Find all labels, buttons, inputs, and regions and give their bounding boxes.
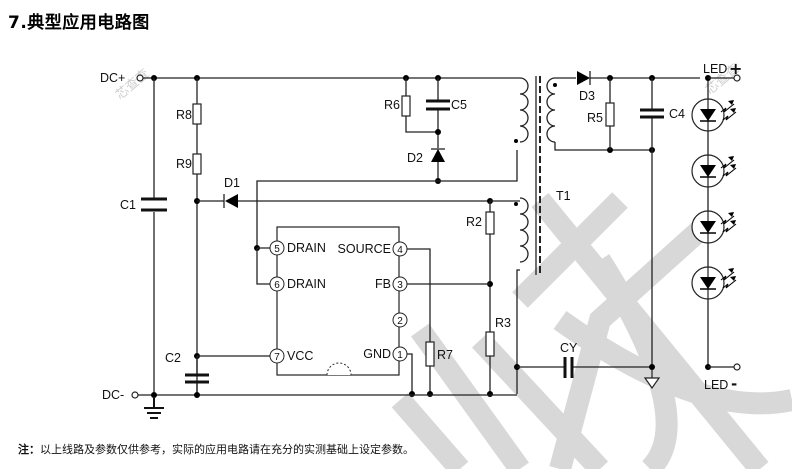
- source-r7-wire: [407, 248, 431, 394]
- r5-resistor-icon: [605, 102, 615, 127]
- ic-notch-icon: [326, 362, 352, 376]
- r6-label: R6: [384, 98, 400, 112]
- led-minus-label: LED: [704, 378, 728, 392]
- r9-label: R9: [176, 157, 192, 171]
- aux-winding-icon: [519, 197, 529, 263]
- secondary-bottom-wire: [554, 142, 652, 151]
- c5-capacitor-icon: [426, 99, 450, 111]
- c1-capacitor-icon: [141, 197, 167, 212]
- c2-capacitor-icon: [185, 373, 209, 384]
- drain-pins-wire: [256, 247, 270, 285]
- polarity-dot: [514, 139, 518, 143]
- r2-label: R2: [466, 215, 482, 229]
- terminal-circle-icon: [131, 391, 139, 399]
- pin-4-number: 4: [397, 245, 403, 256]
- led-icon: [691, 154, 737, 188]
- pin-2-number: 2: [397, 316, 403, 327]
- section-title: 7.典型应用电路图: [8, 13, 150, 33]
- r7-resistor-icon: [425, 341, 435, 367]
- controller-ic: 5 DRAIN 6 DRAIN 7 VCC 4 SOURCE 3 FB 2 1 …: [269, 226, 408, 376]
- junction-dot: [194, 392, 200, 398]
- footnote-prefix: 注：: [18, 443, 40, 456]
- r8-label: R8: [176, 108, 192, 122]
- led-string: [691, 98, 737, 300]
- pin-7-number: 7: [274, 352, 280, 363]
- pin-5-name: DRAIN: [287, 241, 326, 255]
- led-icon: [691, 98, 737, 132]
- junction-dot: [435, 129, 441, 135]
- led-plus-sign: +: [729, 59, 742, 78]
- d2-diode-icon: [431, 149, 445, 162]
- r2-resistor-icon: [485, 211, 495, 235]
- pin-3-name: FB: [375, 277, 391, 291]
- led-plus-terminal-icon: [733, 74, 741, 82]
- led-terminal-wires: [708, 77, 735, 368]
- r6-wire: [405, 78, 438, 133]
- polarity-dot: [514, 202, 518, 206]
- c2-label: C2: [165, 351, 181, 365]
- footnote-text: 以上线路及参数仅供参考，实际的应用电路请在充分的实测基础上设定参数。: [40, 443, 414, 456]
- d3-diode-icon: [577, 71, 590, 85]
- pin-6-number: 6: [274, 280, 280, 291]
- d3-label: D3: [579, 89, 595, 103]
- d1-label: D1: [224, 176, 240, 190]
- cy-capacitor-icon: [563, 357, 574, 378]
- secondary-ground-icon: [643, 370, 661, 390]
- t1-label: T1: [556, 189, 571, 203]
- junction-dot: [409, 391, 415, 397]
- terminal-circle-icon: [136, 74, 144, 82]
- polarity-dot: [553, 83, 557, 87]
- watermark-logo: [391, 192, 792, 469]
- r7-label: R7: [437, 348, 453, 362]
- led-plus-label: LED: [703, 62, 727, 76]
- r3-resistor-icon: [485, 331, 495, 357]
- d1-diode-icon: [225, 194, 238, 208]
- dc-plus-label: DC+: [100, 71, 125, 85]
- pin-7-name: VCC: [287, 349, 313, 363]
- gnd-pin-wire: [407, 353, 413, 394]
- d2-label: D2: [407, 151, 423, 165]
- secondary-winding-icon: [546, 77, 556, 143]
- dc-minus-terminal: DC-: [102, 388, 139, 402]
- junction-dot: [487, 391, 493, 397]
- pin-5-number: 5: [274, 244, 280, 255]
- junction-dot: [649, 364, 655, 370]
- r3-label: R3: [495, 316, 511, 330]
- junction-dot: [151, 392, 157, 398]
- c5-label: C5: [451, 98, 467, 112]
- led-minus-terminal-icon: [733, 363, 741, 371]
- r5-label: R5: [587, 111, 603, 125]
- pin-1-number: 1: [397, 350, 403, 361]
- r8-resistor-icon: [192, 103, 202, 125]
- pin-1-name: GND: [363, 347, 391, 361]
- led-minus-sign: -: [731, 375, 737, 393]
- c4-capacitor-icon: [640, 108, 664, 119]
- pin-4-name: SOURCE: [338, 242, 391, 256]
- primary-winding-icon: [519, 77, 529, 143]
- c1-label: C1: [120, 198, 136, 212]
- ground-icon: [144, 398, 164, 419]
- footnote: 注：以上线路及参数仅供参考，实际的应用电路请在充分的实测基础上设定参数。: [18, 441, 414, 457]
- aux-bottom-wire: [516, 269, 520, 394]
- dc-minus-label: DC-: [102, 388, 124, 402]
- led-icon: [691, 266, 737, 300]
- junction-dot: [427, 391, 433, 397]
- led-icon: [691, 210, 737, 244]
- cy-label: CY: [560, 341, 578, 355]
- pin-6-name: DRAIN: [287, 277, 326, 291]
- pin-3-number: 3: [397, 280, 403, 291]
- r6-resistor-icon: [401, 95, 411, 117]
- c4-label: C4: [669, 107, 685, 121]
- r9-resistor-icon: [192, 153, 202, 175]
- drain-net-wire: [256, 150, 518, 248]
- dc-plus-terminal: DC+: [100, 71, 144, 85]
- pin-2: [392, 312, 408, 328]
- transformer-t1: T1: [514, 76, 571, 275]
